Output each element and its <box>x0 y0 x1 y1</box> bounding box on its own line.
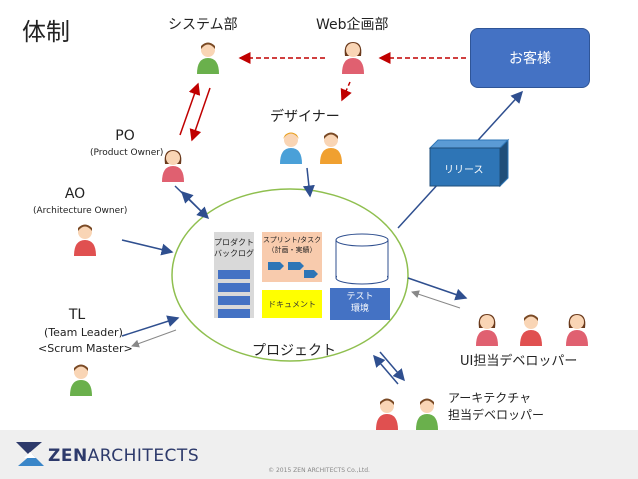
arrow-designer-to-project <box>302 167 315 198</box>
backlog-item <box>218 283 250 292</box>
arch-dev-label: アーキテクチャ 担当デベロッパー <box>448 390 544 424</box>
test-env-label-line: テスト <box>346 292 374 302</box>
person-designer-icon <box>280 132 302 164</box>
person-male-icon <box>376 398 398 430</box>
page-title: 体制 <box>22 18 70 46</box>
customer-label: お客様 <box>509 51 551 67</box>
arch-dev-label-line: 担当デベロッパー <box>448 408 545 422</box>
tl-role: (Team Leader) <box>44 326 123 339</box>
ui-dev-label: UI担当デベロッパー <box>460 354 578 369</box>
document-panel <box>262 290 322 318</box>
copyright-text: © 2015 ZEN ARCHITECTS Co.,Ltd. <box>268 467 370 474</box>
person-male-icon <box>416 398 438 430</box>
person-female-icon <box>566 314 588 346</box>
designer-label: デザイナー <box>270 109 340 125</box>
test-env-label-line: 環境 <box>350 304 369 314</box>
person-male-icon <box>70 364 92 396</box>
arrow-ui-dev-to-project <box>411 290 461 309</box>
sprint-task-arrow <box>288 262 304 270</box>
logo-part-bold: ZEN <box>48 446 88 466</box>
person-male-icon <box>197 42 219 74</box>
backlog-item <box>218 296 250 305</box>
arch-dev-label-line: アーキテクチャ <box>448 391 532 405</box>
backlog-label-line: プロダクト <box>214 238 254 247</box>
logo-part-light: ARCHITECTS <box>87 446 200 466</box>
sprint-task-arrow <box>268 262 284 270</box>
sprint-label: スプリント/タスク （計画・実績） <box>262 235 322 255</box>
arrow-po-to-system <box>179 82 201 136</box>
sprint-label-line: スプリント/タスク <box>262 236 322 244</box>
po-label: PO <box>115 128 135 144</box>
backlog-label: プロダクト バックログ <box>214 237 254 259</box>
person-female-icon <box>162 150 184 182</box>
document-label: ドキュメント <box>268 300 316 309</box>
person-female-icon <box>342 42 364 74</box>
arrow-system-to-po <box>189 87 211 142</box>
arrow-project-to-ui-dev <box>407 277 468 301</box>
database-cylinder <box>335 233 389 285</box>
system-dept-label: システム部 <box>168 17 238 33</box>
company-logo-text: ZENARCHITECTS <box>48 446 199 466</box>
person-male-icon <box>520 314 542 346</box>
release-box <box>428 138 510 188</box>
test-env-label: テスト 環境 <box>330 291 390 315</box>
arrow-tl-to-project <box>121 315 180 337</box>
tl-label: TL <box>68 307 86 323</box>
project-label: プロジェクト <box>252 343 336 359</box>
tl-scrum-role: <Scrum Master> <box>38 342 133 355</box>
arrow-project-to-po <box>180 190 207 217</box>
backlog-item <box>218 270 250 279</box>
person-male-icon <box>74 224 96 256</box>
ao-label: AO <box>64 186 86 202</box>
ao-role: (Architecture Owner) <box>33 206 128 216</box>
project-ellipse <box>171 188 409 362</box>
arrow-ao-to-project <box>121 239 174 256</box>
sprint-task-arrow <box>304 270 318 278</box>
arrow-project-to-tl <box>131 329 177 348</box>
person-female-icon <box>476 314 498 346</box>
web-dept-label: Web企画部 <box>316 17 389 33</box>
arrow-arch-dev-to-project <box>373 354 399 385</box>
footer-bar <box>0 430 638 479</box>
customer-box: お客様 <box>470 28 590 88</box>
arrow-project-to-arch-dev <box>379 351 405 382</box>
po-role: (Product Owner) <box>90 148 164 158</box>
zen-logo-icon <box>16 442 44 466</box>
backlog-item <box>218 309 250 318</box>
backlog-label-line: バックログ <box>214 249 254 258</box>
arrow-web-to-designer <box>340 81 352 102</box>
person-designer-icon <box>320 132 342 164</box>
sprint-label-line: （計画・実績） <box>267 246 317 254</box>
test-env-panel <box>330 288 390 320</box>
release-label: リリース <box>444 165 484 176</box>
